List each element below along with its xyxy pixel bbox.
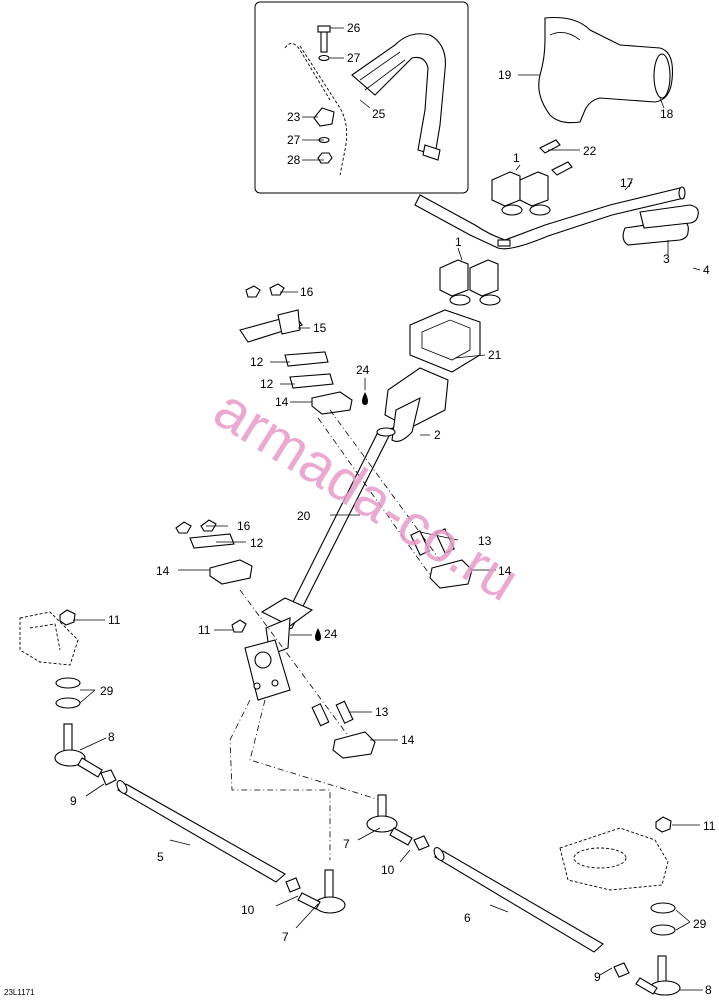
- callout: 14: [275, 395, 289, 409]
- callout: 28: [287, 153, 301, 167]
- callout: 2: [434, 428, 441, 442]
- callout: 12: [260, 377, 274, 391]
- callout: 16: [237, 519, 251, 533]
- right-pins: [311, 528, 473, 759]
- callout: 24: [356, 363, 370, 377]
- callout: 1: [513, 151, 520, 165]
- callout: 17: [620, 176, 634, 190]
- callout: 15: [313, 321, 327, 335]
- right-spindle-ghost: [559, 827, 669, 891]
- callout: 5: [157, 850, 164, 864]
- handlebar-17: [414, 186, 686, 250]
- callout: 9: [594, 970, 601, 984]
- callout: 8: [108, 730, 115, 744]
- hand-grip-3: [622, 204, 699, 246]
- callout: 14: [498, 564, 512, 578]
- diagram-code: 23L1171: [4, 988, 35, 997]
- lubricant-drop-icon: [362, 392, 368, 405]
- riser-21: [409, 309, 481, 373]
- callout: 21: [488, 348, 502, 362]
- steering-column-20: [260, 367, 449, 656]
- lower-bracket-stack: [175, 519, 253, 633]
- callout-labels: 26 27 23 25 27 28 19 18 22 1 17 1 3 4 16…: [70, 21, 716, 997]
- callout: 3: [663, 252, 670, 266]
- callout: 24: [324, 627, 338, 641]
- callout: 4: [703, 263, 710, 277]
- tie-rod-6: [433, 847, 604, 953]
- callout: 26: [347, 21, 361, 35]
- steering-arm-plate: [244, 639, 291, 701]
- lubricant-drop-icon: [315, 628, 321, 641]
- leader-lines: [73, 27, 703, 991]
- callout: 19: [498, 68, 512, 82]
- callout: 12: [250, 355, 264, 369]
- callout: 25: [372, 107, 386, 121]
- callout: 6: [464, 911, 471, 925]
- callout: 12: [250, 536, 264, 550]
- callout: 1: [455, 235, 462, 249]
- callout: 23: [287, 110, 301, 124]
- right-hardware: [613, 816, 681, 996]
- callout: 27: [287, 133, 301, 147]
- riser-clamp-top: [491, 139, 573, 216]
- callout: 10: [241, 903, 255, 917]
- callout: 16: [300, 285, 314, 299]
- callout: 13: [375, 705, 389, 719]
- hand-grip-19: [538, 16, 674, 124]
- callout: 10: [381, 863, 395, 877]
- callout: 14: [401, 733, 415, 747]
- callout: 9: [70, 794, 77, 808]
- watermark-text: armada-co.ru: [203, 376, 530, 614]
- callout: 7: [282, 930, 289, 944]
- callout: 11: [108, 613, 121, 627]
- upper-bracket-stack: [239, 283, 353, 415]
- left-spindle-ghost: [19, 611, 79, 666]
- callout: 8: [705, 983, 712, 997]
- callout: 11: [703, 819, 716, 833]
- callout: 11: [198, 623, 211, 637]
- callout: 13: [478, 534, 492, 548]
- callout: 18: [660, 107, 674, 121]
- callout: 14: [156, 564, 170, 578]
- rod-end-7-middle: [366, 794, 430, 851]
- left-hardware: [54, 609, 117, 786]
- assembly-lines: [229, 409, 441, 860]
- callout: 27: [347, 51, 361, 65]
- inset-bracket-detail: [284, 25, 446, 176]
- callout: 20: [297, 509, 311, 523]
- riser-clamp-lower: [439, 259, 501, 306]
- callout: 29: [100, 684, 114, 698]
- callout: 29: [693, 917, 707, 931]
- tie-rod-5: [116, 780, 346, 914]
- callout: 7: [343, 837, 350, 851]
- callout: 22: [583, 144, 597, 158]
